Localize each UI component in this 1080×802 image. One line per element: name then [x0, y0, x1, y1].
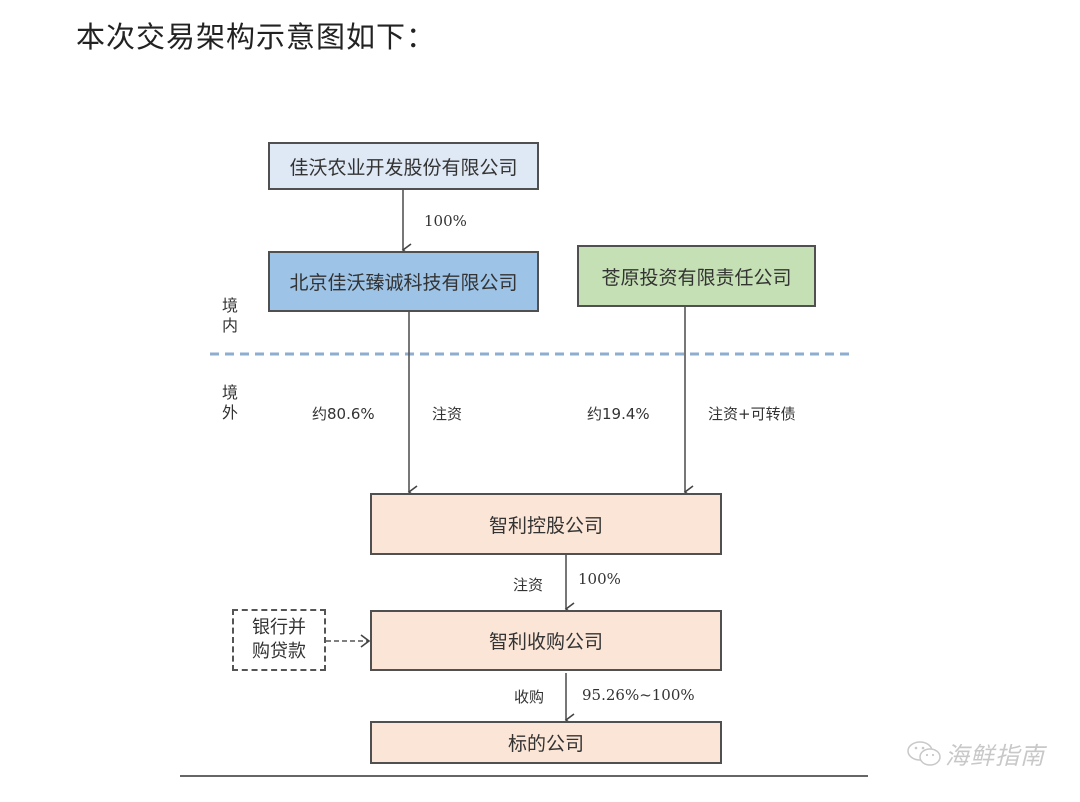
- edge-label-cangyuan-type: 注资+可转债: [708, 405, 796, 423]
- entity-chile-holding: 智利控股公司: [370, 493, 722, 555]
- edge-label-beijing-type: 注资: [432, 405, 463, 423]
- watermark: 海鲜指南: [905, 736, 1045, 771]
- entity-cangyuan-investment: 苍原投资有限责任公司: [577, 245, 816, 307]
- edge-label-holding-type: 注资: [513, 576, 544, 594]
- region-overseas-label: 境 外: [222, 383, 240, 423]
- edge-label-holding-share: 100%: [578, 570, 621, 588]
- entity-parent-company: 佳沃农业开发股份有限公司: [268, 142, 539, 190]
- bank-loan-box: 银行并 购贷款: [232, 609, 326, 671]
- entity-beijing-subsidiary: 北京佳沃臻诚科技有限公司: [268, 251, 539, 312]
- region-domestic-label: 境 内: [222, 296, 240, 336]
- edge-label-cangyuan-share: 约19.4%: [587, 405, 650, 423]
- entity-target-company: 标的公司: [370, 721, 722, 764]
- region-domestic-char-1: 境: [222, 296, 239, 315]
- edge-label-parent-beijing: 100%: [424, 212, 467, 230]
- edge-label-acq-share: 95.26%~100%: [582, 686, 695, 704]
- entity-chile-acquisition: 智利收购公司: [370, 610, 722, 671]
- page-heading: 本次交易架构示意图如下：: [76, 20, 437, 54]
- region-overseas-char-1: 境: [222, 383, 239, 402]
- region-domestic-char-2: 内: [222, 316, 239, 335]
- watermark-text: 海鲜指南: [945, 742, 1045, 770]
- region-overseas-char-2: 外: [222, 403, 239, 422]
- wechat-icon: [907, 740, 941, 766]
- edge-label-beijing-share: 约80.6%: [312, 405, 375, 423]
- edge-label-acq-type: 收购: [514, 688, 545, 706]
- bank-loan-line-1: 银行并: [252, 617, 306, 638]
- bank-loan-line-2: 购贷款: [252, 641, 306, 662]
